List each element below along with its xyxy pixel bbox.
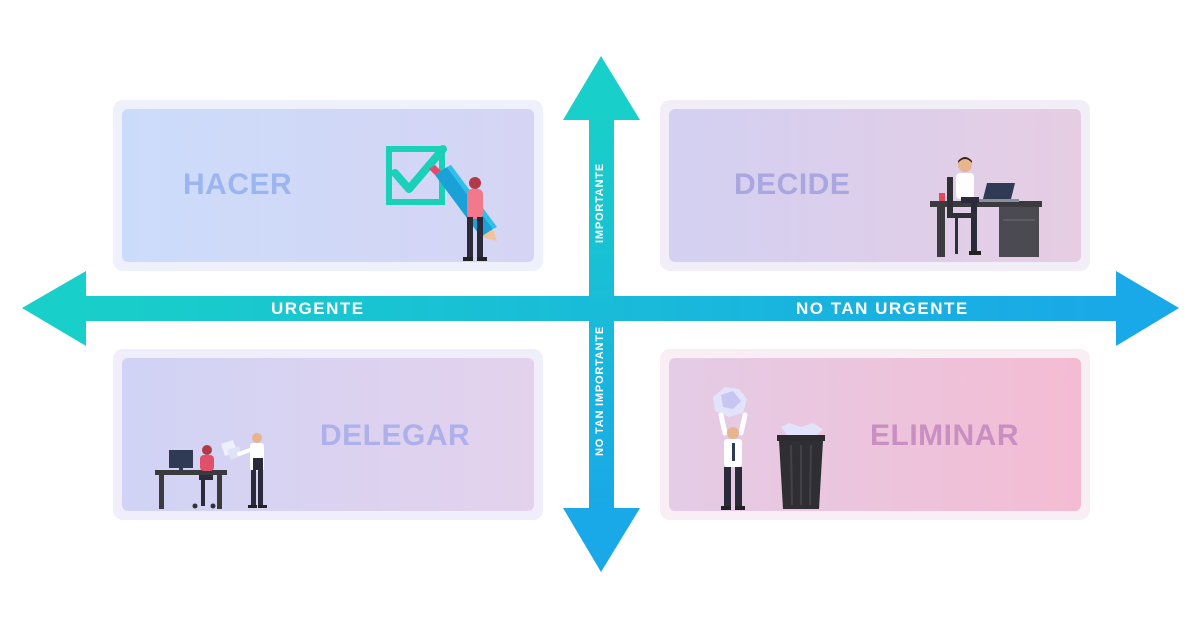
woman-figure xyxy=(463,177,487,261)
trash-bin-icon xyxy=(777,423,825,509)
axis-label-no-tan-importante: NO TAN IMPORTANTE xyxy=(594,326,606,456)
right-arrowhead xyxy=(1116,271,1179,346)
woman-seated-figure xyxy=(192,445,216,509)
quadrant-label-decide: DECIDE xyxy=(734,168,851,201)
quadrant-label-delegar: DELEGAR xyxy=(320,419,471,452)
axis-label-importante: IMPORTANTE xyxy=(594,163,606,243)
axis-label-urgente: URGENTE xyxy=(271,299,365,318)
man-standing-figure xyxy=(237,433,267,508)
top-arrowhead xyxy=(563,56,640,120)
quadrant-label-eliminar: ELIMINAR xyxy=(870,419,1019,452)
man-at-desk-illustration xyxy=(930,157,1042,257)
checkbox-pencil-illustration xyxy=(386,145,497,261)
bottom-arrowhead xyxy=(563,508,640,572)
checkmark-icon xyxy=(391,145,447,193)
man-throwing-figure xyxy=(718,412,748,510)
laptop-icon xyxy=(979,183,1019,202)
axis-label-no-tan-urgente: NO TAN URGENTE xyxy=(796,299,969,318)
computer-monitor-icon xyxy=(169,450,193,471)
vertical-axis-bar xyxy=(589,115,614,515)
delegate-papers-illustration xyxy=(155,433,267,509)
trash-bin-illustration xyxy=(713,387,825,510)
quadrant-delegar xyxy=(113,349,543,520)
left-arrowhead xyxy=(22,271,86,346)
quadrant-label-hacer: HACER xyxy=(183,168,293,201)
papers-icon xyxy=(221,440,241,460)
crumpled-paper-icon xyxy=(713,387,747,417)
man-figure xyxy=(956,157,981,255)
